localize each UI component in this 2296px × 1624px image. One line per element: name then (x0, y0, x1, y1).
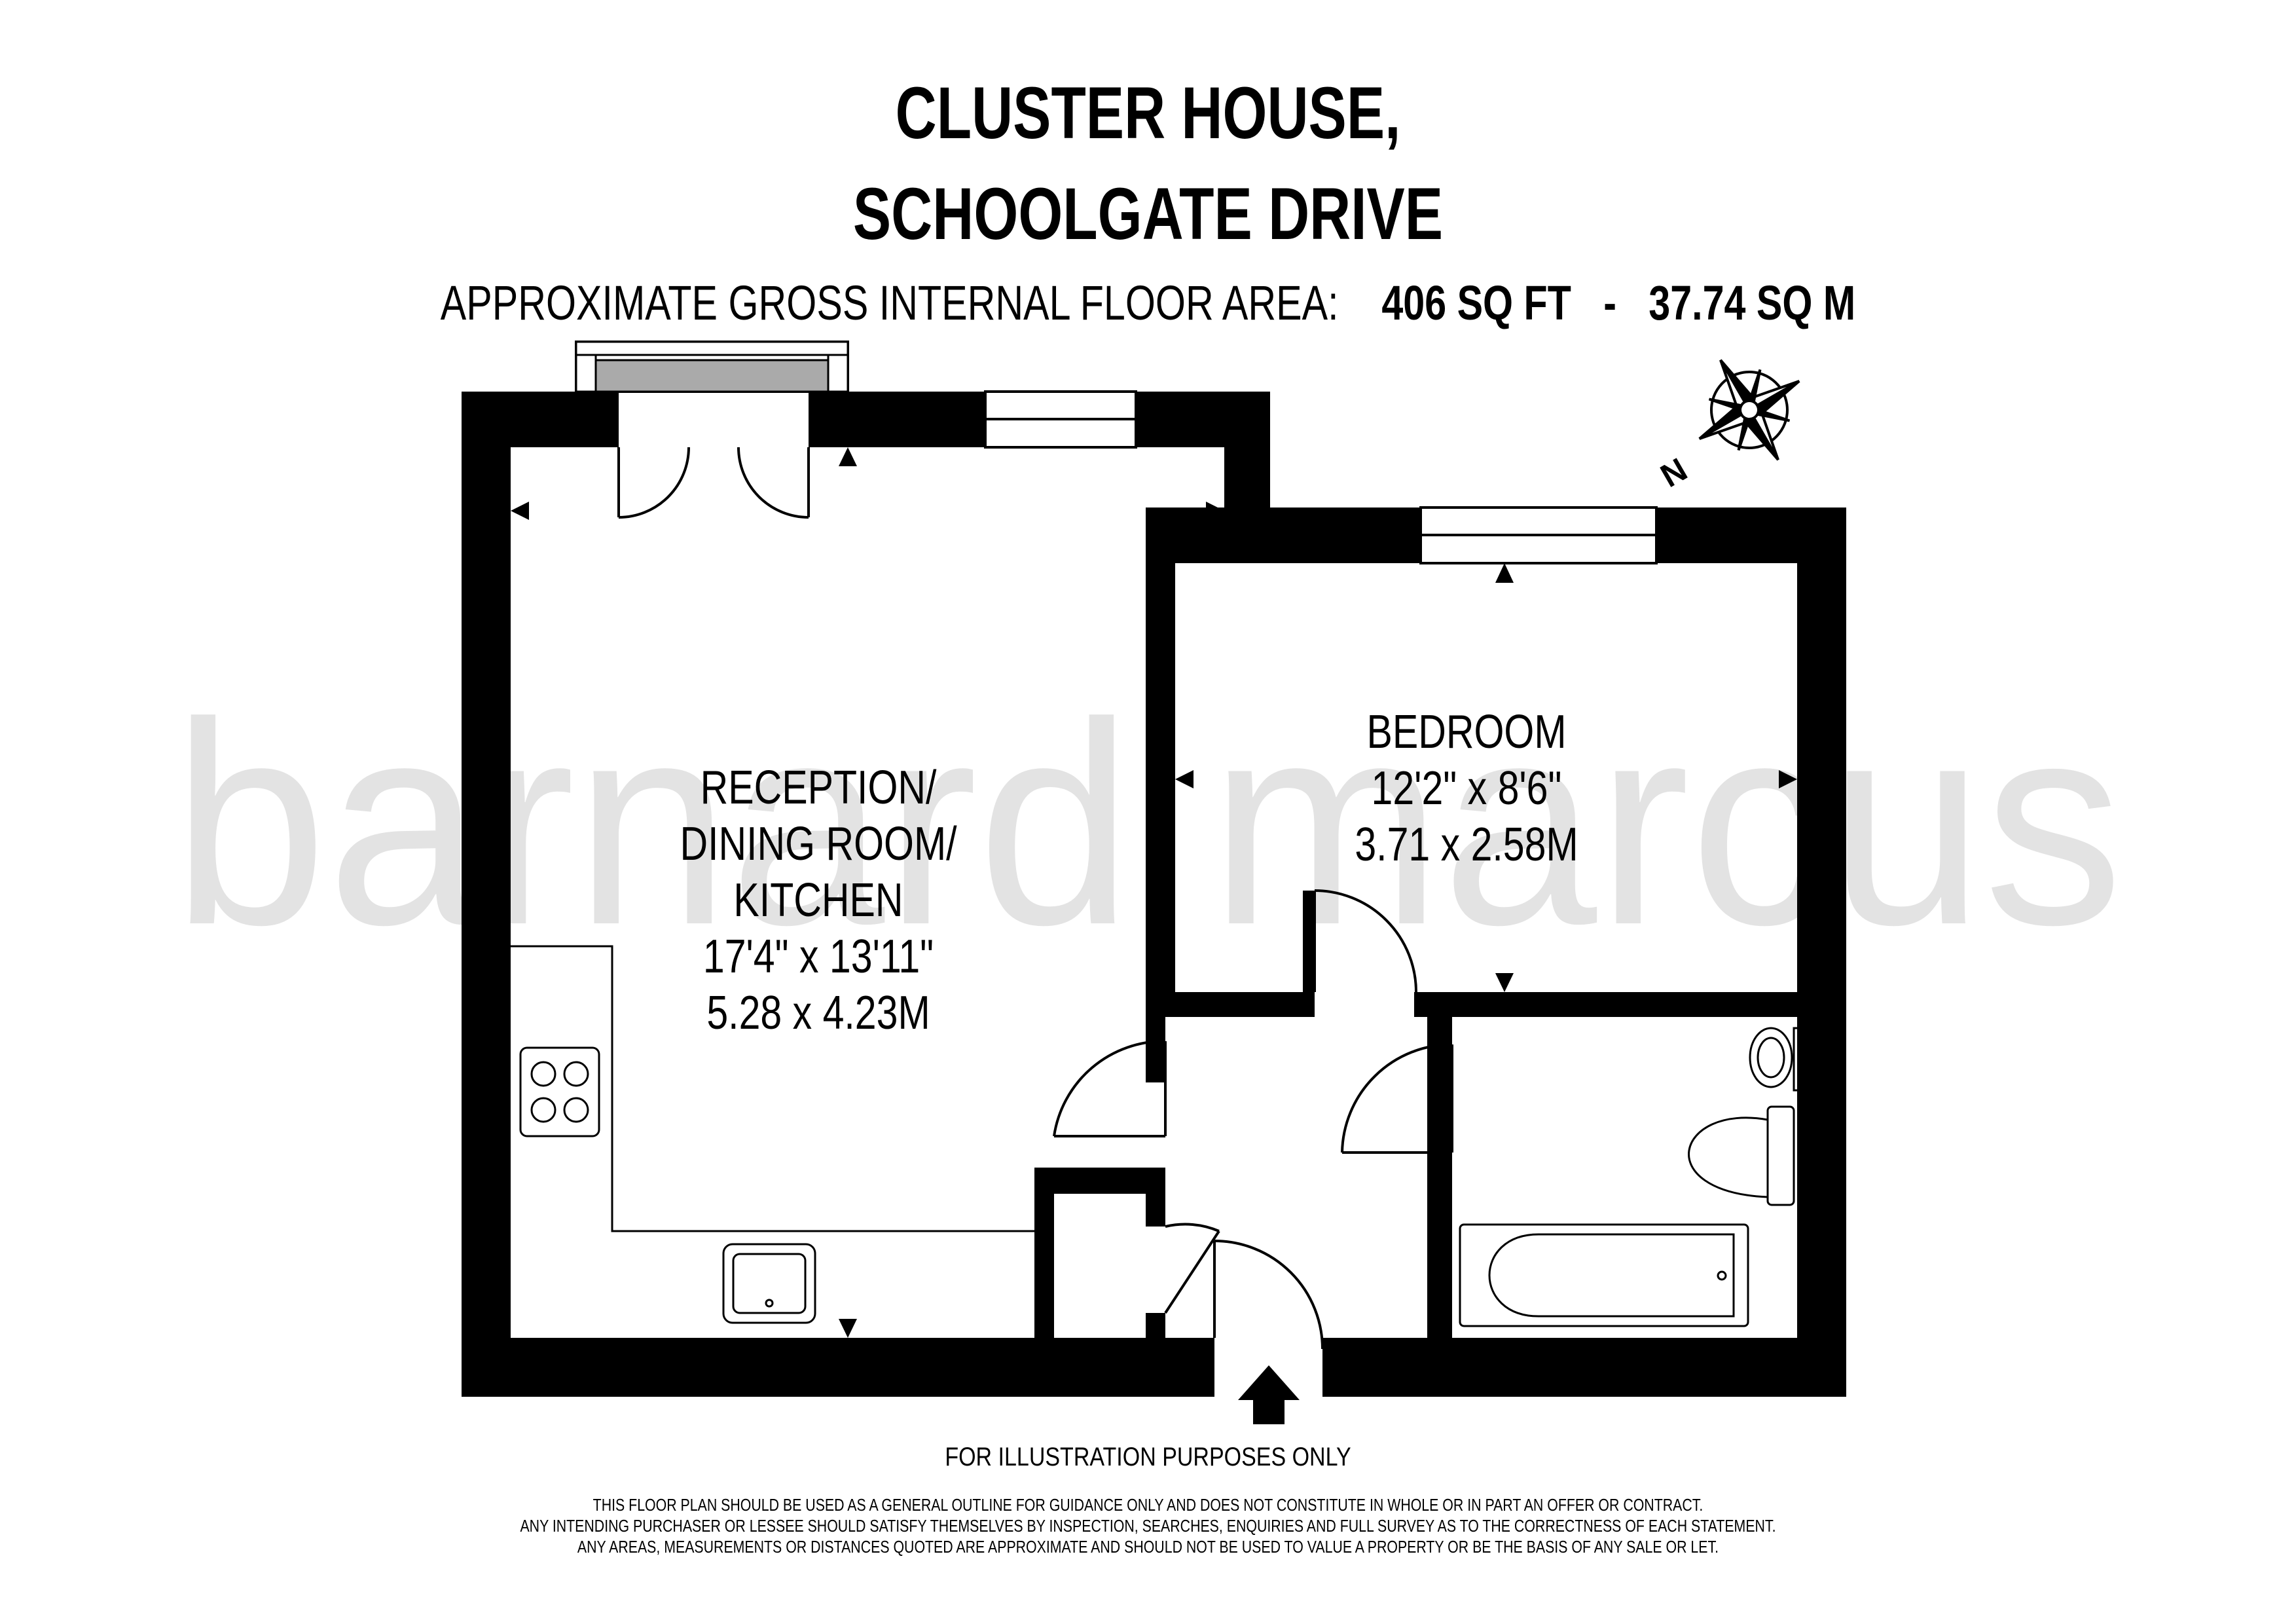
illustration-note: FOR ILLUSTRATION PURPOSES ONLY (945, 1443, 1351, 1471)
disclaimer-line1: THIS FLOOR PLAN SHOULD BE USED AS A GENE… (592, 1495, 1704, 1515)
reception-dimensions-metric: 5.28 x 4.23M (706, 987, 930, 1039)
property-title-line2: SCHOOLGATE DRIVE (852, 173, 1444, 255)
disclaimer-line3: ANY AREAS, MEASUREMENTS OR DISTANCES QUO… (577, 1537, 1719, 1557)
reception-name-line3: KITCHEN (733, 874, 903, 927)
wall-reception-right-upper (1224, 392, 1270, 523)
basin-icon (1749, 1027, 1793, 1088)
property-title-line1: CLUSTER HOUSE, (895, 72, 1401, 154)
hob-icon (519, 1046, 600, 1137)
wall-bedroom-top-left (1146, 507, 1421, 563)
disclaimer-line2: ANY INTENDING PURCHASER OR LESSEE SHOULD… (520, 1516, 1776, 1536)
bedroom-dimensions-imperial: 12'2" x 8'6" (1371, 762, 1562, 815)
dimension-markers (511, 447, 1797, 1338)
kitchen (511, 945, 1034, 1324)
floor-area-separator: - (1603, 276, 1616, 330)
windows (984, 390, 1658, 564)
sink-icon (722, 1243, 816, 1324)
wall-right (1797, 507, 1846, 1397)
reception-dimensions-imperial: 17'4" x 13'11" (702, 931, 934, 983)
bathroom-fixtures (1459, 1027, 1800, 1327)
bath-icon (1459, 1223, 1749, 1327)
floor-area-label: APPROXIMATE GROSS INTERNAL FLOOR AREA: (440, 276, 1339, 330)
wall-bedroom-bottom-right (1414, 992, 1846, 1017)
balcony (575, 341, 849, 393)
floor-area: APPROXIMATE GROSS INTERNAL FLOOR AREA: 4… (230, 274, 2067, 333)
compass-rose-icon (1698, 359, 1800, 461)
toilet-icon (1766, 1105, 1795, 1206)
compass-north-label: N (1654, 451, 1693, 494)
wall-bedroom-door-jamb (1303, 891, 1315, 1017)
bedroom-dimensions-metric: 3.71 x 2.58M (1355, 819, 1578, 871)
entrance-arrow-icon (1238, 1365, 1300, 1424)
bedroom-label: BEDROOM 12'2" x 8'6" 3.71 x 2.58M (1349, 704, 1585, 873)
floor-area-sqm: 37.74 SQ M (1649, 276, 1856, 330)
walls (462, 392, 1846, 1397)
wall-bedroom-left (1146, 507, 1175, 992)
bedroom-name: BEDROOM (1366, 706, 1567, 758)
floor-area-sqft: 406 SQ FT (1381, 276, 1571, 330)
wall-bathroom-left (1427, 1017, 1452, 1367)
wall-cupboard-top (1034, 1168, 1165, 1194)
wall-cupboard-right (1146, 1168, 1165, 1227)
reception-name-line2: DINING ROOM/ (680, 818, 957, 870)
wall-top-mid (809, 392, 985, 447)
wall-bottom-right (1322, 1338, 1846, 1397)
wall-hall-left-upper (1146, 1017, 1165, 1082)
wall-bottom-left (462, 1338, 1214, 1397)
doors (617, 447, 1453, 1350)
wall-left (462, 392, 511, 1397)
reception-label: RECEPTION/ DINING ROOM/ KITCHEN 17'4" x … (674, 760, 964, 1041)
wall-bedroom-bottom-left (1146, 992, 1303, 1017)
reception-name-line1: RECEPTION/ (700, 762, 937, 814)
